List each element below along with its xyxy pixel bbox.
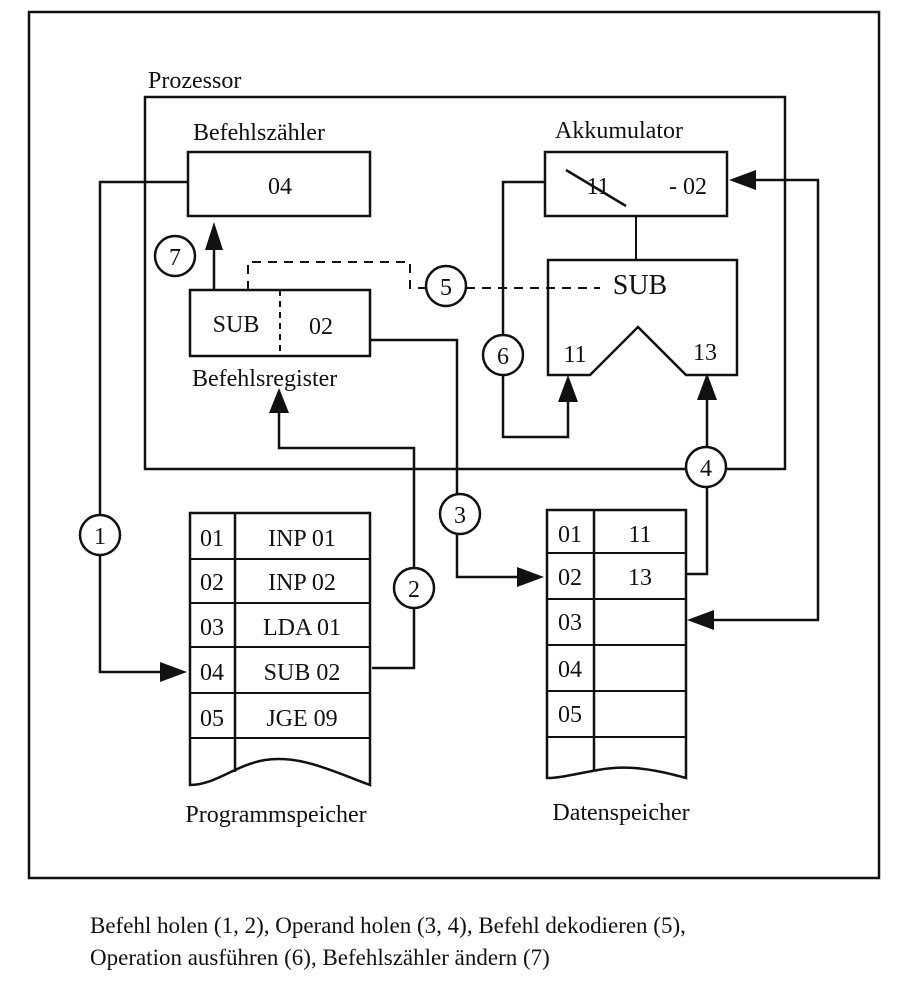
caption-line-2: Operation ausführen (6), Befehlszähler ä… <box>90 945 550 970</box>
path-2-line <box>277 408 416 670</box>
step-number: 4 <box>700 456 712 482</box>
path-2-head <box>269 388 289 413</box>
processor-box <box>143 95 787 471</box>
befehlsregister-label: Befehlsregister <box>192 366 337 392</box>
step-marker-1: 1 <box>78 513 122 557</box>
step-marker-3: 3 <box>438 492 482 536</box>
path-6-line <box>501 180 570 439</box>
programmspeicher: 01 INP 01 02 INP 02 03 LDA 01 04 SUB 02 … <box>188 511 372 787</box>
befehlsregister-operand: 02 <box>309 314 333 340</box>
table-cell-addr: 03 <box>558 610 582 636</box>
befehlszaehler-label: Befehlszähler <box>193 120 325 146</box>
table-cell-instr: JGE 09 <box>266 706 337 732</box>
step-number: 3 <box>454 503 466 529</box>
befehlszaehler-box <box>186 150 372 218</box>
path-store-head-mem <box>687 610 714 630</box>
table-cell-addr: 02 <box>200 570 224 596</box>
path-6-head <box>558 375 578 402</box>
table-cell-addr: 05 <box>558 702 582 728</box>
akkumulator-strike <box>565 168 627 208</box>
table-cell-value: 11 <box>628 522 651 548</box>
akkumulator-new-value: - 02 <box>669 174 707 200</box>
table-cell-instr: INP 02 <box>268 570 336 596</box>
table-cell-addr: 02 <box>558 565 582 591</box>
step-number: 6 <box>497 344 509 370</box>
befehlsregister-opcode: SUB <box>213 312 260 338</box>
path-1-head <box>160 662 187 682</box>
alu-input-left: 11 <box>563 342 586 368</box>
programmspeicher-outline <box>188 511 372 787</box>
path-4-head <box>697 373 717 400</box>
akkumulator-label: Akkumulator <box>555 118 683 144</box>
caption-line-1: Befehl holen (1, 2), Operand holen (3, 4… <box>90 913 686 938</box>
step-marker-6: 6 <box>481 333 525 377</box>
path-3-head <box>517 567 544 587</box>
table-cell-addr: 05 <box>200 706 224 732</box>
path-3-line <box>370 338 522 579</box>
table-cell-instr: SUB 02 <box>264 660 341 686</box>
table-cell-addr: 04 <box>200 660 224 686</box>
cpu-cycle-diagram: Prozessor Befehlszähler 04 Akkumulator 1… <box>27 10 881 880</box>
step-marker-4: 4 <box>684 445 728 489</box>
table-cell-addr: 03 <box>200 615 224 641</box>
path-1-line <box>98 180 188 674</box>
caption: Befehl holen (1, 2), Operand holen (3, 4… <box>90 910 880 974</box>
outer-frame <box>27 10 881 880</box>
table-cell-addr: 01 <box>200 526 224 552</box>
step-marker-2: 2 <box>392 566 436 610</box>
processor-label: Prozessor <box>148 68 241 94</box>
table-cell-addr: 04 <box>558 657 582 683</box>
step-marker-5: 5 <box>424 264 468 308</box>
datenspeicher-label: Datenspeicher <box>552 800 689 826</box>
step-number: 7 <box>169 245 181 271</box>
datenspeicher: 01 11 02 13 03 04 05 <box>545 508 688 780</box>
table-cell-instr: LDA 01 <box>263 615 341 641</box>
alu-input-right: 13 <box>693 340 717 366</box>
table-cell-value: 13 <box>628 565 652 591</box>
step-number: 2 <box>408 577 420 603</box>
arrow-7-head <box>205 222 223 250</box>
akkumulator-old-value: 11 <box>586 174 609 200</box>
decode-dashed-line <box>247 261 600 290</box>
befehlszaehler-value: 04 <box>268 174 292 200</box>
path-store-head-akku <box>729 170 756 190</box>
step-number: 5 <box>440 275 452 301</box>
path-store-line <box>710 178 820 622</box>
step-number: 1 <box>94 524 106 550</box>
programmspeicher-label: Programmspeicher <box>185 802 366 828</box>
table-cell-instr: INP 01 <box>268 526 336 552</box>
step-marker-7: 7 <box>153 234 197 278</box>
alu-operation: SUB <box>613 270 667 301</box>
table-cell-addr: 01 <box>558 522 582 548</box>
